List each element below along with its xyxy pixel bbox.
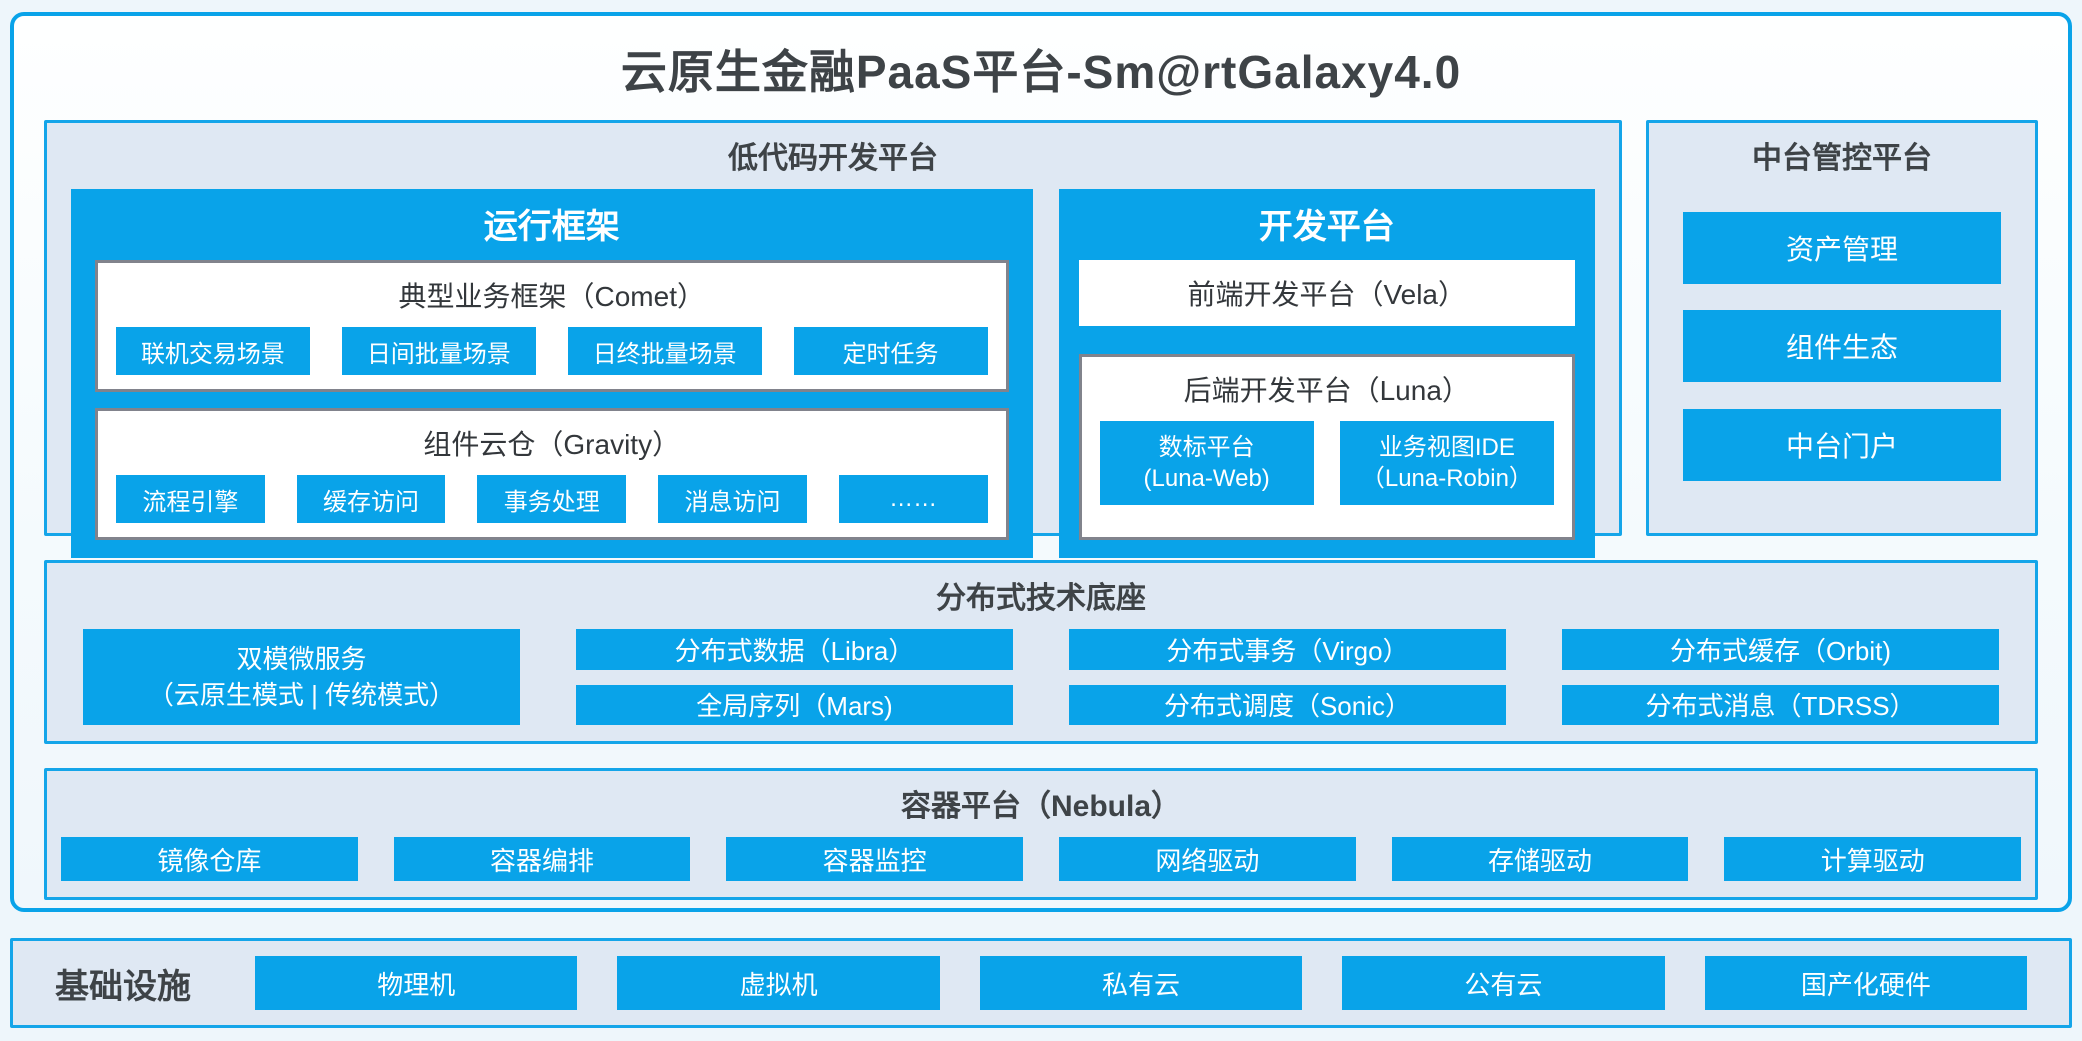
box-sonic-distributed-scheduling: 分布式调度（Sonic） bbox=[1069, 684, 1506, 725]
chip-transaction-processing: 事务处理 bbox=[477, 475, 627, 523]
infrastructure-label: 基础设施 bbox=[55, 967, 191, 1006]
dev-header: 开发平台 bbox=[1258, 208, 1395, 246]
chip-online-trading: 联机交易场景 bbox=[116, 327, 310, 375]
platform-architecture-diagram: 云原生金融PaaS平台-Sm@rtGalaxy4.0 低代码开发平台 运行框架 … bbox=[10, 12, 2072, 912]
luna-frame: 后端开发平台（Luna） 数标平台 (Luna-Web) 业务视图IDE （Lu… bbox=[1078, 354, 1575, 540]
section-lowcode-platform: 低代码开发平台 运行框架 典型业务框架（Comet） 联机交易场景 日间批量场景… bbox=[44, 120, 1622, 558]
chip-physical-machine: 物理机 bbox=[255, 956, 578, 1010]
chip-message-access: 消息访问 bbox=[658, 475, 807, 523]
chip-network-driver: 网络驱动 bbox=[1059, 837, 1356, 881]
box-dual-mode-microservice: 双模微服务 （云原生模式 | 传统模式） bbox=[83, 629, 520, 725]
container-header: 容器平台（Nebula） bbox=[900, 790, 1182, 823]
chip-asset-management: 资产管理 bbox=[1683, 211, 2001, 284]
upper-row: 低代码开发平台 运行框架 典型业务框架（Comet） 联机交易场景 日间批量场景… bbox=[44, 120, 2038, 558]
distributed-grid: 双模微服务 （云原生模式 | 传统模式） 分布式数据（Libra） 分布式事务（… bbox=[83, 629, 1999, 725]
comet-items: 联机交易场景 日间批量场景 日终批量场景 定时任务 bbox=[116, 327, 988, 375]
chip-scheduled-task: 定时任务 bbox=[793, 327, 988, 375]
chip-daytime-batch: 日间批量场景 bbox=[341, 327, 536, 375]
comet-title: 典型业务框架（Comet） bbox=[398, 281, 705, 312]
luna-robin-line1: 业务视图IDE bbox=[1378, 433, 1515, 461]
dual-mode-line2: （云原生模式 | 传统模式） bbox=[147, 680, 456, 710]
section-infrastructure: 基础设施 物理机 虚拟机 私有云 公有云 国产化硬件 bbox=[10, 938, 2072, 1028]
chip-process-engine: 流程引擎 bbox=[116, 475, 265, 523]
box-tdrss-distributed-message: 分布式消息（TDRSS） bbox=[1562, 684, 1999, 725]
container-items: 镜像仓库 容器编排 容器监控 网络驱动 存储驱动 计算驱动 bbox=[61, 837, 2022, 881]
chip-luna-robin: 业务视图IDE （Luna-Robin） bbox=[1339, 421, 1555, 505]
chip-public-cloud: 公有云 bbox=[1342, 956, 1665, 1010]
box-orbit-distributed-cache: 分布式缓存（Orbit) bbox=[1562, 629, 1999, 670]
luna-robin-line2: （Luna-Robin） bbox=[1360, 465, 1533, 492]
chip-midplatform-portal: 中台门户 bbox=[1683, 408, 2001, 481]
page-title: 云原生金融PaaS平台-Sm@rtGalaxy4.0 bbox=[620, 46, 1462, 98]
chip-image-registry: 镜像仓库 bbox=[61, 837, 358, 881]
box-mars-global-sequence: 全局序列（Mars) bbox=[576, 684, 1013, 725]
runtime-framework-box: 运行框架 典型业务框架（Comet） 联机交易场景 日间批量场景 日终批量场景 … bbox=[71, 189, 1033, 558]
section-distributed-base: 分布式技术底座 双模微服务 （云原生模式 | 传统模式） 分布式数据（Libra… bbox=[44, 560, 2038, 744]
chip-storage-driver: 存储驱动 bbox=[1391, 837, 1689, 881]
chip-virtual-machine: 虚拟机 bbox=[617, 956, 940, 1010]
chip-container-orchestration: 容器编排 bbox=[393, 837, 691, 881]
box-virgo-distributed-transaction: 分布式事务（Virgo） bbox=[1069, 629, 1506, 670]
gravity-items: 流程引擎 缓存访问 事务处理 消息访问 …… bbox=[116, 475, 988, 523]
chip-container-monitoring: 容器监控 bbox=[726, 837, 1024, 881]
comet-frame: 典型业务框架（Comet） 联机交易场景 日间批量场景 日终批量场景 定时任务 bbox=[95, 260, 1009, 392]
section-container-platform: 容器平台（Nebula） 镜像仓库 容器编排 容器监控 网络驱动 存储驱动 计算… bbox=[44, 768, 2038, 900]
chip-ellipsis: …… bbox=[838, 475, 988, 523]
chip-eod-batch: 日终批量场景 bbox=[567, 327, 762, 375]
midplatform-header: 中台管控平台 bbox=[1752, 142, 1932, 175]
luna-title: 后端开发平台（Luna） bbox=[1183, 375, 1470, 406]
distributed-header: 分布式技术底座 bbox=[936, 582, 1146, 615]
vela-frontend-box: 前端开发平台（Vela） bbox=[1078, 260, 1575, 326]
luna-items: 数标平台 (Luna-Web) 业务视图IDE （Luna-Robin） bbox=[1099, 421, 1555, 523]
luna-web-line1: 数标平台 bbox=[1158, 433, 1255, 461]
runtime-header: 运行框架 bbox=[483, 208, 620, 246]
box-libra-distributed-data: 分布式数据（Libra） bbox=[576, 629, 1013, 670]
gravity-title: 组件云仓（Gravity） bbox=[423, 429, 681, 460]
chip-private-cloud: 私有云 bbox=[979, 956, 1303, 1010]
section-midplatform-control: 中台管控平台 资产管理 组件生态 中台门户 bbox=[1646, 120, 2038, 536]
chip-domestic-hardware: 国产化硬件 bbox=[1704, 956, 2028, 1010]
midplatform-items: 资产管理 组件生态 中台门户 bbox=[1683, 185, 2001, 507]
chip-component-ecosystem: 组件生态 bbox=[1683, 310, 2001, 382]
gravity-frame: 组件云仓（Gravity） 流程引擎 缓存访问 事务处理 消息访问 …… bbox=[95, 408, 1009, 540]
chip-cache-access: 缓存访问 bbox=[296, 475, 446, 523]
chip-compute-driver: 计算驱动 bbox=[1724, 837, 2022, 881]
lowcode-header: 低代码开发平台 bbox=[728, 142, 938, 175]
luna-web-line2: (Luna-Web) bbox=[1143, 465, 1270, 492]
dual-mode-line1: 双模微服务 bbox=[236, 643, 367, 674]
dev-platform-box: 开发平台 前端开发平台（Vela） 后端开发平台（Luna） 数标平台 (Lun… bbox=[1058, 189, 1595, 558]
chip-luna-web: 数标平台 (Luna-Web) bbox=[1099, 421, 1314, 505]
lowcode-body: 运行框架 典型业务框架（Comet） 联机交易场景 日间批量场景 日终批量场景 … bbox=[71, 189, 1595, 558]
